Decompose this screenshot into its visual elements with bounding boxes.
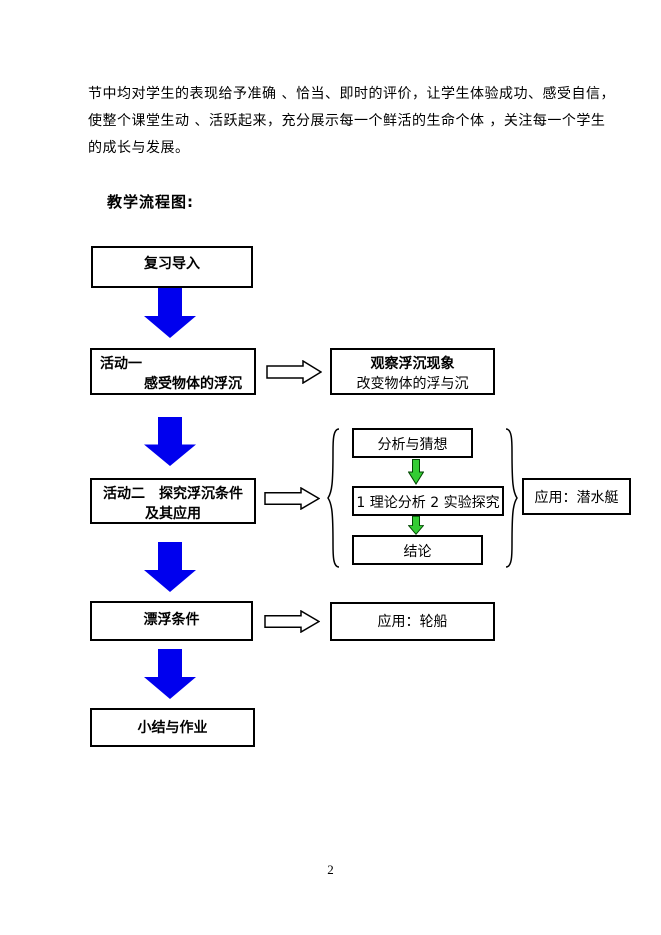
box-label: 结论 [403, 544, 432, 560]
blue-down-arrow-icon [144, 417, 196, 466]
box-label: 1 理论分析 2 实验探究 [356, 495, 500, 511]
paragraph-line: 节中均对学生的表现给予准确 、恰当、即时的评价，让学生体验成功、感受自信， [88, 86, 615, 102]
blue-down-arrow-icon [144, 542, 196, 592]
flowchart-box-activity2: 活动二 探究浮沉条件 及其应用 [90, 478, 256, 524]
box-label: 应用：潜水艇 [534, 490, 619, 506]
flowchart-box-ship: 应用：轮船 [330, 602, 495, 641]
box-label: 复习导入 [144, 256, 200, 272]
blue-down-arrow-icon [144, 288, 196, 338]
right-arrow-icon [264, 609, 321, 634]
box-label: 漂浮条件 [143, 612, 200, 628]
box-label-line1: 观察浮沉现象 [370, 356, 455, 372]
flowchart-box-activity1: 活动一 感受物体的浮沉 [90, 348, 256, 395]
box-label-line1: 活动二 探究浮沉条件 [103, 486, 243, 502]
box-label: 应用：轮船 [377, 614, 448, 630]
flowchart-box-review: 复习导入 [91, 246, 253, 288]
box-label: 小结与作业 [137, 720, 208, 736]
right-arrow-icon [266, 359, 323, 385]
box-label-line2: 感受物体的浮沉 [144, 376, 242, 392]
box-label-line1: 活动一 [100, 356, 142, 372]
flowchart-box-submarine: 应用：潜水艇 [522, 478, 631, 515]
blue-down-arrow-icon [144, 649, 196, 699]
flowchart-heading: 教学流程图: [107, 193, 194, 211]
flowchart-box-floating: 漂浮条件 [90, 601, 253, 641]
body-paragraph: 节中均对学生的表现给予准确 、恰当、即时的评价，让学生体验成功、感受自信， 使整… [88, 81, 615, 162]
left-brace-icon [327, 428, 341, 568]
flowchart-box-analysis: 分析与猜想 [352, 428, 473, 458]
paragraph-line: 使整个课堂生动 、活跃起来，充分展示每一个鲜活的生命个体 ，关注每一个学生 [88, 113, 606, 129]
flowchart-box-theory: 1 理论分析 2 实验探究 [352, 486, 504, 516]
green-down-arrow-icon [407, 459, 425, 485]
box-label-line2: 改变物体的浮与沉 [356, 376, 469, 392]
right-brace-icon [504, 428, 518, 568]
flowchart-box-observe: 观察浮沉现象 改变物体的浮与沉 [330, 348, 495, 395]
box-label: 分析与猜想 [377, 437, 448, 453]
box-label-line2: 及其应用 [145, 506, 201, 522]
green-down-arrow-icon [407, 516, 425, 535]
paragraph-line: 的成长与发展。 [88, 140, 190, 156]
flowchart-box-conclusion: 结论 [352, 535, 483, 565]
page-number: 2 [327, 862, 334, 877]
flowchart-box-summary: 小结与作业 [90, 708, 255, 747]
right-arrow-icon [264, 486, 321, 511]
